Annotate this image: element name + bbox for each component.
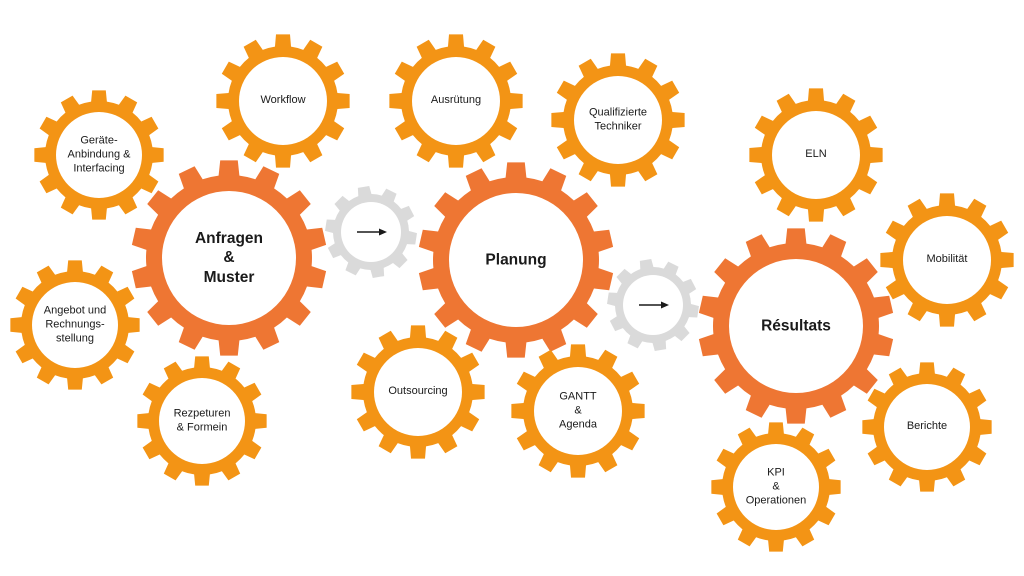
gear-mobilitaet [880, 193, 1014, 327]
gear-outsourcing [351, 325, 485, 459]
gear-planung [418, 162, 614, 358]
gear-planung-center [449, 193, 583, 327]
gear-angebot-center [32, 282, 118, 368]
gear-anfragen-center [162, 191, 296, 325]
gear-berichte [862, 362, 992, 492]
gear-berichte-center [884, 384, 970, 470]
gear-techniker [551, 53, 685, 187]
gear-eln-center [772, 111, 860, 199]
gear-geraete [34, 90, 164, 220]
right-arrow-icon [639, 301, 669, 309]
gear-angebot [10, 260, 140, 390]
gear-anfragen [131, 160, 327, 356]
gear-eln [749, 88, 883, 222]
gear-gantt-center [534, 367, 622, 455]
gear-resultats-center [729, 259, 863, 393]
gear-rezepturen [137, 356, 267, 486]
gear-geraete-center [56, 112, 142, 198]
gear-workflow [216, 34, 350, 168]
gear-techniker-center [574, 76, 662, 164]
connector-2-gear [607, 259, 699, 351]
gear-workflow-center [239, 57, 327, 145]
gear-gantt [511, 344, 645, 478]
gear-rezepturen-center [159, 378, 245, 464]
right-arrow-icon [357, 228, 387, 236]
gear-kpi-center [733, 444, 819, 530]
gear-mobilitaet-center [903, 216, 991, 304]
gear-ausruetung-center [412, 57, 500, 145]
gear-kpi [711, 422, 841, 552]
connector-1-gear [325, 186, 417, 278]
gear-outsourcing-center [374, 348, 462, 436]
gear-ausruetung [389, 34, 523, 168]
gear-resultats [698, 228, 894, 424]
